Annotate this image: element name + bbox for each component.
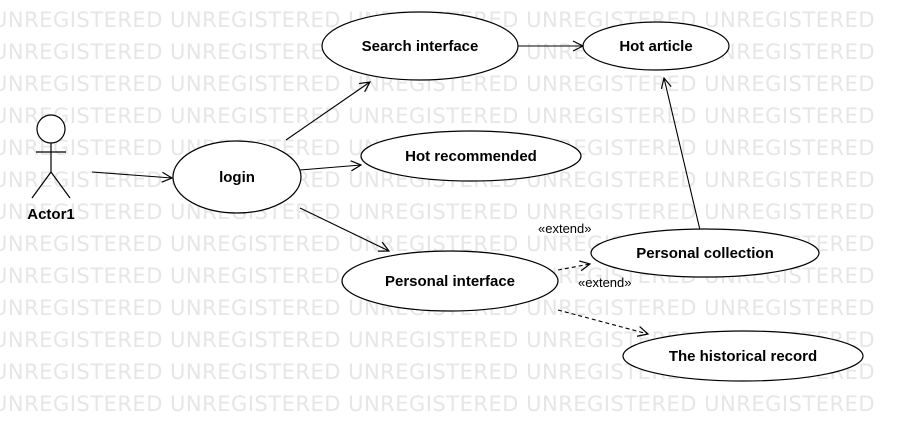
- use-case-label: login: [219, 169, 255, 186]
- use-case-historical-record[interactable]: The historical record: [622, 330, 864, 382]
- use-case-label: Personal interface: [385, 273, 515, 290]
- extend-personal-collection: [557, 264, 590, 270]
- use-case-personal-collection[interactable]: Personal collection: [590, 228, 820, 278]
- actor-right-leg: [50, 171, 71, 199]
- assoc-actor-login: [91, 171, 172, 178]
- use-case-hot-recommended[interactable]: Hot recommended: [360, 130, 582, 182]
- extend-label: «extend»: [578, 275, 632, 290]
- use-case-search[interactable]: Search interface: [321, 11, 519, 81]
- association-lines: [91, 46, 701, 334]
- watermark-text: UNREGISTERED UNREGISTERED UNREGISTERED U…: [0, 72, 876, 96]
- assoc-collection-hot-article: [664, 78, 701, 231]
- use-case-label: Hot article: [619, 38, 692, 55]
- assoc-login-search: [285, 82, 370, 141]
- use-case-label: Search interface: [362, 38, 479, 55]
- use-case-label: Personal collection: [636, 245, 774, 262]
- assoc-login-hot-recommended: [299, 165, 361, 170]
- actor-left-leg: [31, 171, 52, 199]
- actor-label: Actor1: [27, 206, 75, 223]
- use-case-hot-article[interactable]: Hot article: [582, 21, 730, 71]
- extend-personal-history: [557, 309, 648, 334]
- use-case-login[interactable]: login: [172, 140, 302, 214]
- watermark-text: UNREGISTERED UNREGISTERED UNREGISTERED U…: [0, 104, 876, 128]
- watermark-text: UNREGISTERED UNREGISTERED UNREGISTERED U…: [0, 392, 876, 416]
- use-case-label: The historical record: [669, 348, 817, 365]
- assoc-login-personal: [299, 207, 389, 251]
- use-case-label: Hot recommended: [405, 148, 537, 165]
- actor[interactable]: Actor1: [27, 114, 75, 223]
- actor-head: [36, 114, 66, 144]
- use-case-personal-interface[interactable]: Personal interface: [341, 250, 559, 312]
- extend-label: «extend»: [538, 221, 592, 236]
